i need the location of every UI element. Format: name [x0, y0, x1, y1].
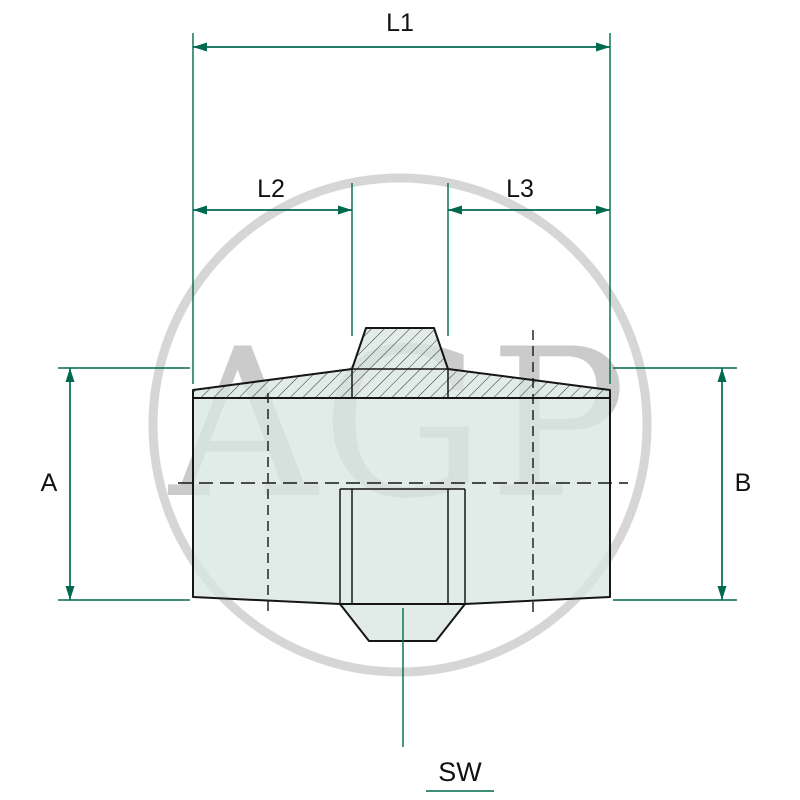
b-label: B — [735, 469, 752, 497]
l1-arrow-right — [596, 42, 610, 52]
top-chamfer-hatch — [193, 328, 610, 398]
dimension-l1: L1 — [192, 9, 611, 384]
watermark-ring — [148, 173, 652, 677]
l3-label: L3 — [506, 175, 534, 203]
bottom-hex-boss-outline — [339, 603, 466, 642]
l3-arrow-left — [448, 205, 462, 215]
l3-arrow-right — [596, 205, 610, 215]
l1-label: L1 — [386, 9, 414, 37]
dimension-b: B — [613, 367, 752, 601]
dimension-a: A — [41, 367, 190, 601]
a-arrow-top — [65, 368, 75, 382]
callout-sw: SW — [402, 608, 494, 792]
dimension-l2: L2 — [193, 175, 353, 336]
body-face — [193, 398, 610, 604]
b-arrow-top — [717, 368, 727, 382]
fitting-body — [178, 327, 628, 642]
hex-section — [339, 488, 466, 604]
sw-label: SW — [438, 757, 482, 787]
l2-label: L2 — [257, 175, 285, 203]
a-label: A — [41, 469, 58, 497]
l2-arrow-right — [338, 205, 352, 215]
dimension-l3: L3 — [447, 175, 610, 336]
a-arrow-bottom — [65, 586, 75, 600]
l1-arrow-left — [193, 42, 207, 52]
b-arrow-bottom — [717, 586, 727, 600]
l2-arrow-left — [193, 205, 207, 215]
